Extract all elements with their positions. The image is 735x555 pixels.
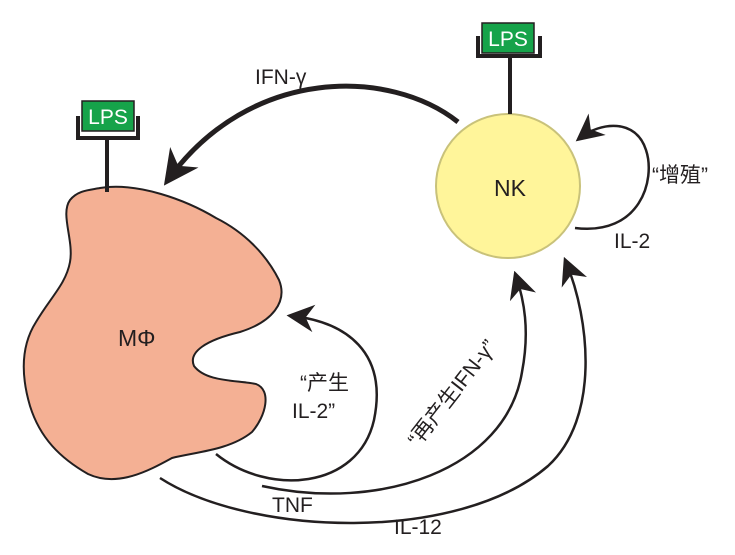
- il12-label: IL-12: [394, 516, 442, 539]
- produce-il2-line1: “产生: [300, 372, 349, 395]
- nk-label: NK: [494, 175, 527, 201]
- produce-il2-arrow: [215, 304, 378, 482]
- produce-il2-line2: IL-2”: [292, 400, 335, 423]
- proliferation-label: “增殖”: [652, 164, 708, 187]
- lps-receptor-left: LPS: [76, 100, 140, 192]
- lps-label-right: LPS: [488, 28, 528, 51]
- reproduce-ifn-arrow: [261, 270, 536, 495]
- proliferation-loop-arrow: [574, 113, 650, 230]
- macrophage-cell: [22, 185, 283, 480]
- lps-receptor-right: LPS: [476, 22, 542, 114]
- lps-label-left: LPS: [88, 106, 128, 129]
- ifn-gamma-label: IFN-γ: [255, 66, 307, 89]
- il12-arrow: [159, 256, 588, 525]
- macrophage-label: MΦ: [118, 325, 156, 351]
- reproduce-ifn-label: “再产生IFN-γ”: [404, 336, 501, 451]
- ifn-gamma-arrow: [163, 83, 460, 186]
- tnf-label: TNF: [272, 494, 313, 517]
- il2-self-label: IL-2: [614, 230, 650, 253]
- lps-badge-left: [81, 100, 135, 132]
- lps-badge-right: [481, 22, 535, 54]
